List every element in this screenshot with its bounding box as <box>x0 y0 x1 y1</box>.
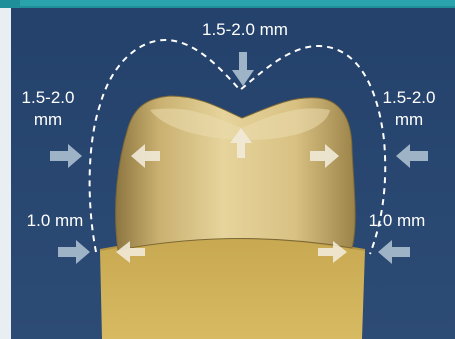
top-teal-strip-right <box>20 0 455 6</box>
margin-right-label: 1.0 mm <box>369 211 426 230</box>
occlusal-reduction-label: 1.5-2.0 mm <box>202 20 288 39</box>
left-border-strip <box>0 0 11 339</box>
axial-right-label-line1: 1.5-2.0 <box>383 88 436 107</box>
margin-left-label: 1.0 mm <box>27 211 84 230</box>
axial-left-label-line2: mm <box>34 110 62 129</box>
axial-right-label-line2: mm <box>395 110 423 129</box>
axial-left-label-line1: 1.5-2.0 <box>22 88 75 107</box>
